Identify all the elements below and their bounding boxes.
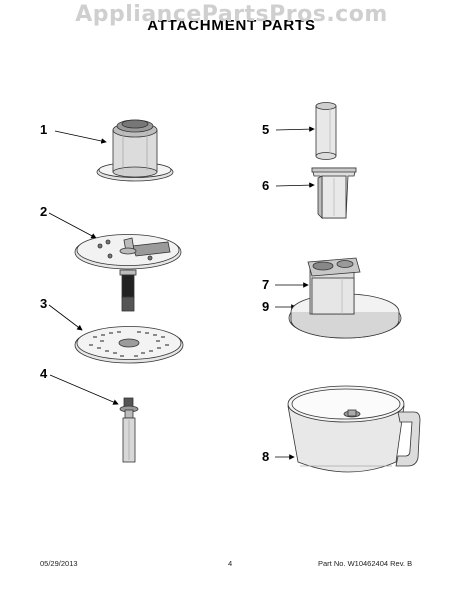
- footer-date: 05/29/2013: [40, 559, 78, 568]
- part-8-drawing: [287, 385, 421, 473]
- callout-7: 7: [262, 277, 270, 292]
- footer-part-number: Part No. W10462404 Rev. B: [318, 559, 413, 568]
- part-4-drawing: [119, 397, 139, 463]
- callout-4: 4: [40, 366, 48, 381]
- leader-lines: [48, 126, 315, 460]
- page-title: ATTACHMENT PARTS: [147, 17, 316, 34]
- watermark-text: AppliancePartsPros.com: [75, 2, 388, 27]
- callout-8: 8: [262, 449, 270, 464]
- part-5-drawing: [315, 102, 337, 160]
- part-3-drawing: [74, 326, 184, 364]
- part-7-9-drawing: [288, 257, 402, 339]
- part-1-drawing: [96, 119, 174, 182]
- callout-6: 6: [262, 178, 270, 193]
- footer-page-number: 4: [228, 559, 233, 568]
- callout-9: 9: [262, 299, 270, 314]
- callout-3: 3: [40, 296, 48, 311]
- part-6-drawing: [311, 167, 357, 219]
- callout-1: 1: [40, 122, 48, 137]
- callout-5: 5: [262, 122, 270, 137]
- callout-2: 2: [40, 204, 48, 219]
- part-2-drawing: [74, 234, 182, 312]
